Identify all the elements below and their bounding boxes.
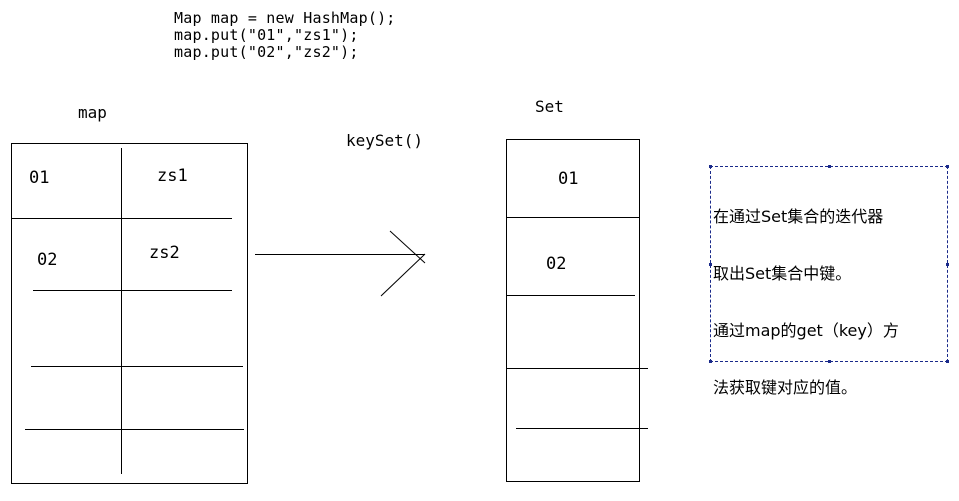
note-line-2: 取出Set集合中键。 (713, 264, 852, 283)
resize-handle-bottom[interactable] (828, 360, 831, 363)
note-box[interactable]: 在通过Set集合的迭代器 取出Set集合中键。 通过map的get（key）方 … (709, 165, 949, 397)
map-table-border (11, 143, 248, 484)
set-table-border (506, 139, 640, 482)
code-line-2: map.put("01","zs1"); (174, 26, 359, 44)
resize-handle-bottom-left[interactable] (709, 360, 712, 363)
resize-handle-left[interactable] (709, 263, 712, 266)
arrow-head-upper (389, 230, 426, 264)
code-line-1: Map map = new HashMap(); (174, 9, 396, 27)
resize-handle-top-right[interactable] (946, 165, 949, 168)
set-item-2: 02 (546, 254, 567, 274)
resize-handle-right[interactable] (946, 263, 949, 266)
map-key-2: 02 (37, 250, 58, 270)
note-text: 在通过Set集合的迭代器 取出Set集合中键。 通过map的get（key）方 … (713, 169, 951, 435)
arrow-label: keySet() (346, 131, 424, 150)
set-title: Set (535, 97, 564, 116)
map-value-2: zs2 (149, 243, 180, 263)
map-value-1: zs1 (157, 166, 188, 186)
arrow-head-lower (380, 253, 426, 297)
set-item-1: 01 (558, 169, 579, 189)
code-line-3: map.put("02","zs2"); (174, 43, 359, 61)
map-title: map (78, 103, 107, 122)
note-line-3: 通过map的get（key）方 (713, 321, 899, 340)
map-key-1: 01 (29, 168, 50, 188)
resize-handle-top-left[interactable] (709, 165, 712, 168)
note-line-4: 法获取键对应的值。 (713, 378, 858, 397)
resize-handle-bottom-right[interactable] (946, 360, 949, 363)
resize-handle-top[interactable] (828, 165, 831, 168)
note-line-1: 在通过Set集合的迭代器 (713, 207, 884, 226)
